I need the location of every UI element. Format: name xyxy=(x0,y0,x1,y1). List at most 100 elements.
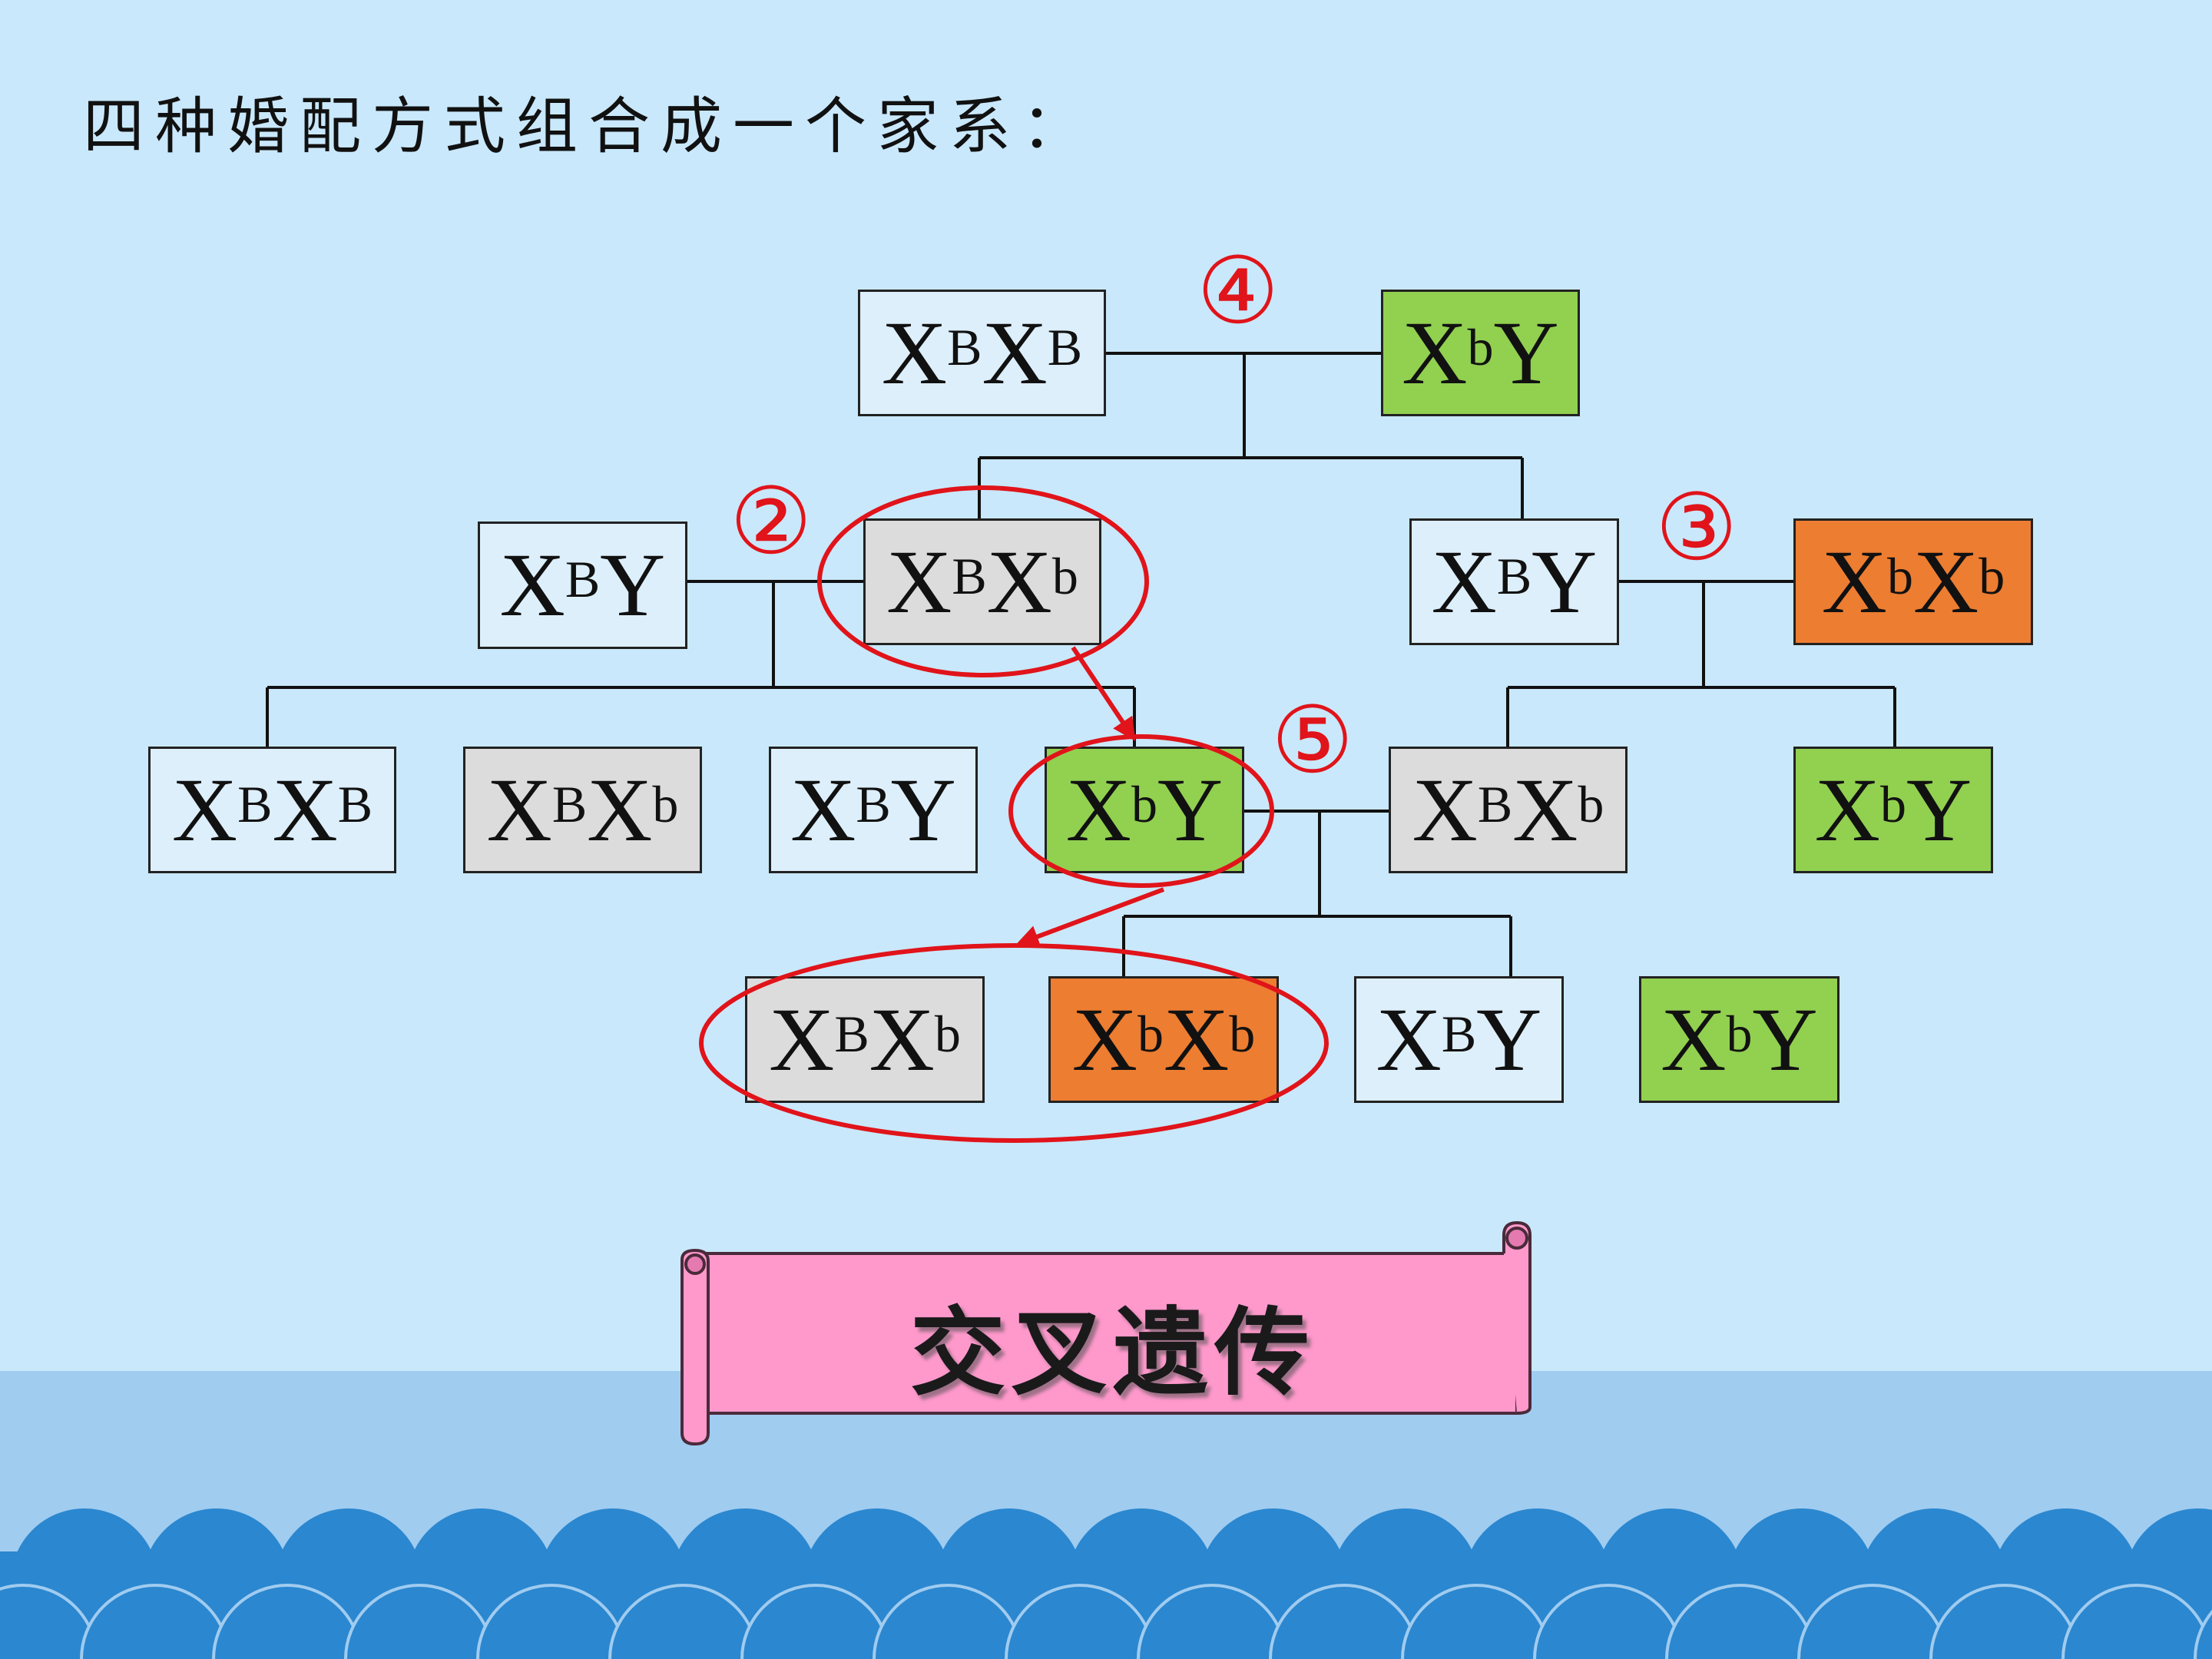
marker-5: ⑤ xyxy=(1271,687,1354,794)
genotype-allele-1: b xyxy=(1887,546,1913,605)
genotype-allele-2: b xyxy=(1578,774,1604,833)
genotype-second: Y xyxy=(1532,531,1598,632)
wave-bump xyxy=(344,1584,495,1659)
banner-left-roll xyxy=(680,1248,710,1446)
genotype-allele-1: B xyxy=(1496,546,1532,605)
wave-row-front xyxy=(0,1584,2212,1659)
genotype-allele-1: B xyxy=(237,774,273,833)
arrow-son-to-daughters xyxy=(1015,887,1165,948)
genotype-base: X xyxy=(171,759,238,860)
marker-2: ② xyxy=(730,469,813,575)
genotype-allele-2: b xyxy=(1229,1004,1256,1063)
genotype-second: Y xyxy=(1476,988,1542,1090)
slide-heading: 四种婚配方式组合成一个家系： xyxy=(83,91,1094,162)
genotype-allele-2: b xyxy=(934,1004,961,1063)
genotype-second: Y xyxy=(1752,988,1818,1090)
marker-4: ④ xyxy=(1197,238,1280,345)
wave-bump xyxy=(1137,1584,1287,1659)
genotype-allele-1: B xyxy=(834,1004,869,1063)
genotype-second: Y xyxy=(600,535,666,635)
wave-bump xyxy=(2194,1609,2212,1659)
genotype-second: X xyxy=(982,302,1048,403)
arrow-carrier-to-son xyxy=(1071,646,1136,741)
wave-bump xyxy=(1665,1584,1816,1659)
genotype-base: X xyxy=(1402,302,1468,403)
genotype-allele-1: B xyxy=(856,774,891,833)
genotype-second: X xyxy=(272,759,338,860)
genotype-allele-1: B xyxy=(1477,774,1513,833)
genotype-base: X xyxy=(1814,759,1880,860)
banner-left-curl xyxy=(684,1253,706,1275)
genotype-base: X xyxy=(499,535,565,635)
genotype-allele-1: b xyxy=(1467,317,1494,376)
genotype-allele-1: B xyxy=(952,546,987,605)
banner-title: 交叉遗传 xyxy=(909,1298,1316,1409)
genotype-base: X xyxy=(1071,988,1137,1090)
highlight-ellipse-affected-son xyxy=(1008,734,1274,888)
genotype-allele-1: B xyxy=(551,774,588,833)
wave-bump xyxy=(1533,1584,1684,1659)
wave-bump xyxy=(1929,1584,2080,1659)
genotype-allele-1: b xyxy=(1137,1004,1164,1063)
marker-3: ③ xyxy=(1655,475,1738,581)
genotype-allele-1: B xyxy=(947,317,982,376)
banner-right-curl xyxy=(1505,1227,1528,1250)
genotype-base: X xyxy=(1661,988,1727,1090)
wave-bump xyxy=(80,1584,230,1659)
genotype-base: X xyxy=(881,302,948,403)
wave-bump xyxy=(873,1584,1023,1659)
genotype-allele-2: B xyxy=(337,774,373,833)
genotype-base: X xyxy=(886,531,952,632)
wave-bump xyxy=(1269,1584,1419,1659)
genotype-allele-1: B xyxy=(565,550,601,608)
genotype-base: X xyxy=(486,759,552,860)
wave-bump xyxy=(212,1584,363,1659)
wave-bump xyxy=(1005,1584,1155,1659)
genotype-second: X xyxy=(587,759,653,860)
genotype-allele-2: b xyxy=(652,774,679,833)
genotype-base: X xyxy=(1376,988,1442,1090)
genotype-allele-2: b xyxy=(1051,546,1078,605)
genotype-second: Y xyxy=(1906,759,1972,860)
banner-right-roll xyxy=(1502,1220,1532,1415)
wave-bump xyxy=(1401,1584,1551,1659)
genotype-base: X xyxy=(1431,531,1497,632)
genotype-allele-1: b xyxy=(1131,774,1157,833)
genotype-allele-2: b xyxy=(1979,546,2005,605)
genotype-base: X xyxy=(1065,759,1131,860)
genotype-allele-1: B xyxy=(1441,1004,1477,1063)
genotype-base: X xyxy=(790,759,856,860)
genotype-base: X xyxy=(1821,531,1887,632)
genotype-allele-1: b xyxy=(1880,774,1906,833)
genotype-second: Y xyxy=(890,759,956,860)
genotype-base: X xyxy=(769,988,835,1090)
wave-bump xyxy=(476,1584,627,1659)
wave-bump xyxy=(1797,1584,1948,1659)
wave-bump xyxy=(608,1584,759,1659)
highlight-ellipse-daughters xyxy=(699,943,1329,1143)
wave-bump xyxy=(0,1584,98,1659)
wave-bump xyxy=(740,1584,891,1659)
genotype-allele-2: B xyxy=(1047,317,1083,376)
highlight-ellipse-carrier xyxy=(817,485,1149,677)
genotype-second: Y xyxy=(1493,302,1559,403)
